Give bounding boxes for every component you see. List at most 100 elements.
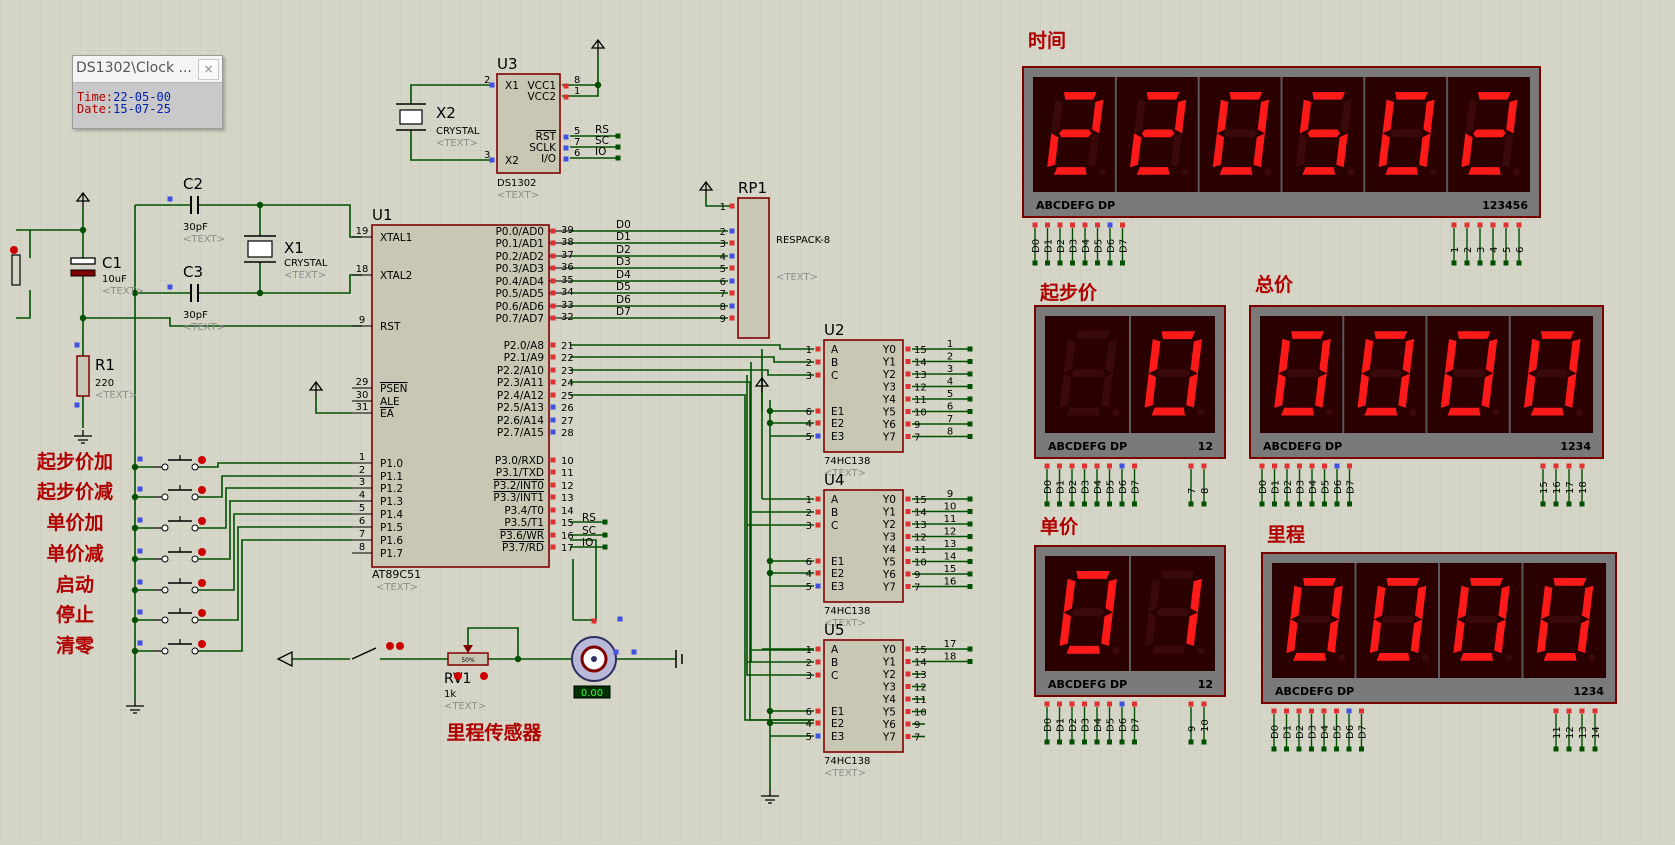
wire xyxy=(410,84,492,104)
crystal-x2[interactable] xyxy=(399,109,423,125)
segment-legend: ABCDEFG DP xyxy=(1275,685,1354,698)
push-button[interactable] xyxy=(153,578,206,594)
decoder-pin-name: Y3 xyxy=(882,532,896,544)
u3-pin-number: 5 xyxy=(574,126,580,137)
decoder-u2[interactable] xyxy=(823,339,904,453)
wire xyxy=(746,525,814,676)
wire xyxy=(467,627,519,659)
pin-marker xyxy=(550,303,556,309)
button-label: 起步价加 xyxy=(36,451,113,473)
button-indicator xyxy=(198,640,206,648)
pin-marker xyxy=(617,616,623,622)
window-titlebar[interactable]: DS1302\Clock ... × xyxy=(73,56,222,83)
digit-legend: 12 xyxy=(1198,440,1213,453)
u1-pin-name: P2.5/A13 xyxy=(497,402,544,414)
pin-marker xyxy=(1119,701,1125,707)
reset-button[interactable] xyxy=(11,254,21,286)
switch-lever[interactable] xyxy=(351,647,377,660)
date-value: 15-07-25 xyxy=(113,102,171,116)
terminal xyxy=(967,571,973,577)
u1-pin-name: P1.7 xyxy=(380,548,403,560)
segment xyxy=(1364,407,1398,416)
decimal-point xyxy=(1505,654,1513,662)
segment-legend: ABCDEFG DP xyxy=(1048,678,1127,691)
terminal xyxy=(602,532,608,538)
decoder-pin-number: 2 xyxy=(806,658,812,669)
segment xyxy=(1290,585,1302,620)
u3-pin-name: SCLK xyxy=(529,142,557,154)
pin-marker xyxy=(905,659,911,664)
segment xyxy=(1059,612,1071,646)
decoder-pin-number: 3 xyxy=(806,671,812,682)
crystal-plates xyxy=(244,235,276,263)
push-button[interactable] xyxy=(153,485,206,501)
segment-legend: ABCDEFG DP xyxy=(1263,440,1342,453)
terminal xyxy=(615,144,621,150)
decoder-pin-name: Y2 xyxy=(882,519,896,531)
segment xyxy=(1331,585,1343,620)
decoder-pin-number: 5 xyxy=(806,582,812,593)
capacitor-c3[interactable] xyxy=(190,284,199,302)
push-button[interactable] xyxy=(153,608,206,624)
push-button[interactable] xyxy=(153,516,206,532)
decoder-pin-number: 12 xyxy=(914,383,927,394)
display-title: 总价 xyxy=(1255,273,1294,296)
segment xyxy=(1053,167,1087,175)
crystal-x1[interactable] xyxy=(247,240,273,258)
u1-at89c51[interactable] xyxy=(371,224,550,568)
decoder-u4[interactable] xyxy=(823,489,904,603)
pin-marker xyxy=(550,392,556,398)
r1-text: <TEXT> xyxy=(95,390,137,401)
push-button[interactable] xyxy=(153,639,206,655)
net-label: D7 xyxy=(616,306,631,318)
rp1-respack[interactable] xyxy=(737,197,770,339)
segment xyxy=(1302,167,1336,175)
net-label: IO xyxy=(582,537,593,549)
pin-marker xyxy=(1490,222,1496,228)
segment xyxy=(1461,133,1473,168)
pin-marker xyxy=(631,649,637,655)
push-button[interactable] xyxy=(153,547,206,563)
segment xyxy=(1101,612,1113,646)
motor-readout-box xyxy=(573,685,611,699)
u3-ds1302[interactable] xyxy=(496,73,561,174)
pin-marker xyxy=(905,559,911,564)
segment xyxy=(1174,99,1187,134)
decoder-pin-number: 9 xyxy=(914,720,920,731)
segment xyxy=(1291,331,1324,339)
capacitor-c2[interactable] xyxy=(190,196,199,214)
segment xyxy=(1385,167,1418,175)
segment xyxy=(1315,373,1327,408)
ds1302-clock-window[interactable]: DS1302\Clock ... × Time:22-05-00 Date:15… xyxy=(72,55,223,129)
u1-pin-name: P1.4 xyxy=(380,509,403,521)
u1-pin-number: 37 xyxy=(561,250,574,261)
pin-marker xyxy=(1119,463,1125,469)
decoder-pin-number: 14 xyxy=(914,658,927,669)
push-button[interactable] xyxy=(153,455,206,471)
pin-marker xyxy=(1082,463,1087,469)
u1-pin-name: XTAL2 xyxy=(380,270,412,282)
resistor-r1[interactable] xyxy=(76,355,90,397)
pin-marker xyxy=(815,359,821,365)
u1-pin-number: 8 xyxy=(359,542,365,553)
segment xyxy=(1063,578,1076,613)
pin-net-label: D1 xyxy=(1044,239,1055,253)
segment xyxy=(1581,585,1594,620)
u3-text: <TEXT> xyxy=(497,190,539,201)
capacitor-c1[interactable] xyxy=(70,257,96,265)
terminal xyxy=(615,133,621,139)
u1-pin-number: 21 xyxy=(561,341,574,352)
segment xyxy=(1540,331,1574,339)
decoder-u5[interactable] xyxy=(823,639,904,753)
decoder-pin-name: E1 xyxy=(831,406,844,418)
rp1-pin-number: 4 xyxy=(720,252,726,263)
net-label: 9 xyxy=(947,489,953,500)
u3-pin-number: 2 xyxy=(484,75,490,86)
pin-net-label: 3 xyxy=(1476,247,1487,253)
decoder-pin-name: E1 xyxy=(831,706,844,718)
close-button[interactable]: × xyxy=(198,59,219,80)
terminal xyxy=(967,371,973,377)
segment xyxy=(1530,407,1564,416)
